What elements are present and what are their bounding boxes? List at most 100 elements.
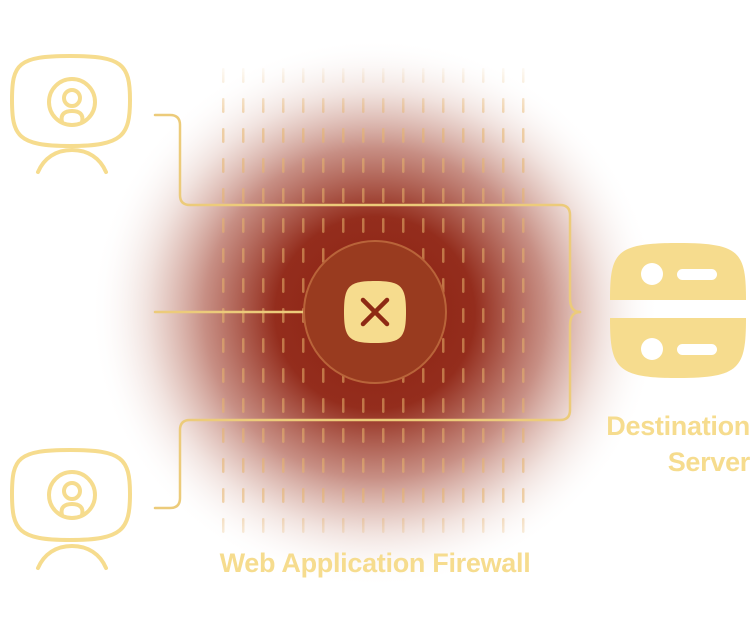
grid-dash (442, 338, 445, 353)
grid-dash (262, 398, 265, 413)
grid-dash (442, 488, 445, 503)
grid-dash (302, 518, 305, 533)
grid-dash (502, 68, 505, 83)
grid-dash (282, 398, 285, 413)
grid-dash (262, 368, 265, 383)
grid-dash (342, 158, 345, 173)
grid-dash (502, 368, 505, 383)
grid-dash (462, 248, 465, 263)
grid-dash (522, 218, 525, 233)
grid-dash (402, 518, 405, 533)
grid-dash (502, 278, 505, 293)
grid-dash (402, 428, 405, 443)
grid-dash (282, 128, 285, 143)
grid-dash (342, 488, 345, 503)
grid-dash (342, 68, 345, 83)
grid-dash (262, 488, 265, 503)
user-monitor-icon (10, 54, 132, 174)
grid-dash (222, 428, 225, 443)
grid-dash (282, 518, 285, 533)
grid-dash (242, 428, 245, 443)
x-icon (344, 281, 406, 343)
grid-dash (342, 98, 345, 113)
grid-dash (282, 458, 285, 473)
destination-server-label: Destination Server (575, 408, 750, 480)
grid-dash (482, 218, 485, 233)
grid-dash (482, 398, 485, 413)
grid-dash (222, 98, 225, 113)
grid-dash (462, 278, 465, 293)
grid-dash (402, 68, 405, 83)
server-icon (610, 243, 746, 378)
grid-dash (522, 398, 525, 413)
grid-dash (302, 398, 305, 413)
bottom-client-line (153, 310, 582, 510)
grid-dash (222, 128, 225, 143)
grid-dash (262, 68, 265, 83)
grid-dash (422, 488, 425, 503)
grid-dash (302, 158, 305, 173)
grid-dash (302, 218, 305, 233)
grid-dash (322, 398, 325, 413)
grid-dash (242, 518, 245, 533)
grid-dash (262, 458, 265, 473)
grid-dash (382, 158, 385, 173)
grid-dash (242, 488, 245, 503)
grid-dash (362, 68, 365, 83)
grid-dash (222, 308, 225, 323)
grid-dash (402, 128, 405, 143)
grid-dash (222, 518, 225, 533)
grid-dash (482, 128, 485, 143)
grid-dash (462, 158, 465, 173)
grid-dash (382, 488, 385, 503)
grid-dash (422, 518, 425, 533)
connection-lines (153, 113, 582, 510)
grid-dash (282, 68, 285, 83)
grid-dash (222, 488, 225, 503)
grid-dash (382, 128, 385, 143)
grid-dash (482, 308, 485, 323)
grid-dash (342, 518, 345, 533)
grid-dash (282, 158, 285, 173)
grid-dash (442, 158, 445, 173)
grid-dash (522, 458, 525, 473)
grid-dash (522, 278, 525, 293)
grid-dash (442, 368, 445, 383)
grid-dash (462, 218, 465, 233)
grid-dash (222, 368, 225, 383)
grid-dash (502, 98, 505, 113)
grid-dash (262, 338, 265, 353)
grid-dash (422, 158, 425, 173)
grid-dash (302, 368, 305, 383)
grid-dash (482, 248, 485, 263)
grid-dash (422, 428, 425, 443)
grid-dash (442, 218, 445, 233)
grid-dash (422, 68, 425, 83)
grid-dash (262, 278, 265, 293)
user-monitor-icon (10, 448, 132, 570)
grid-dash (362, 428, 365, 443)
grid-dash (242, 188, 245, 203)
grid-dash (502, 488, 505, 503)
grid-dash (302, 248, 305, 263)
grid-dash (302, 68, 305, 83)
grid-dash (442, 518, 445, 533)
grid-dash (222, 458, 225, 473)
grid-dash (282, 428, 285, 443)
grid-dash (502, 428, 505, 443)
grid-dash (342, 398, 345, 413)
grid-dash (362, 398, 365, 413)
firewall-node (303, 240, 447, 384)
grid-dash (302, 188, 305, 203)
grid-dash (362, 458, 365, 473)
grid-dash (462, 338, 465, 353)
grid-dash (362, 218, 365, 233)
grid-dash (462, 98, 465, 113)
grid-dash (242, 248, 245, 263)
grid-dash (482, 278, 485, 293)
grid-dash (522, 338, 525, 353)
grid-dash (462, 128, 465, 143)
grid-dash (262, 428, 265, 443)
grid-dash (322, 98, 325, 113)
